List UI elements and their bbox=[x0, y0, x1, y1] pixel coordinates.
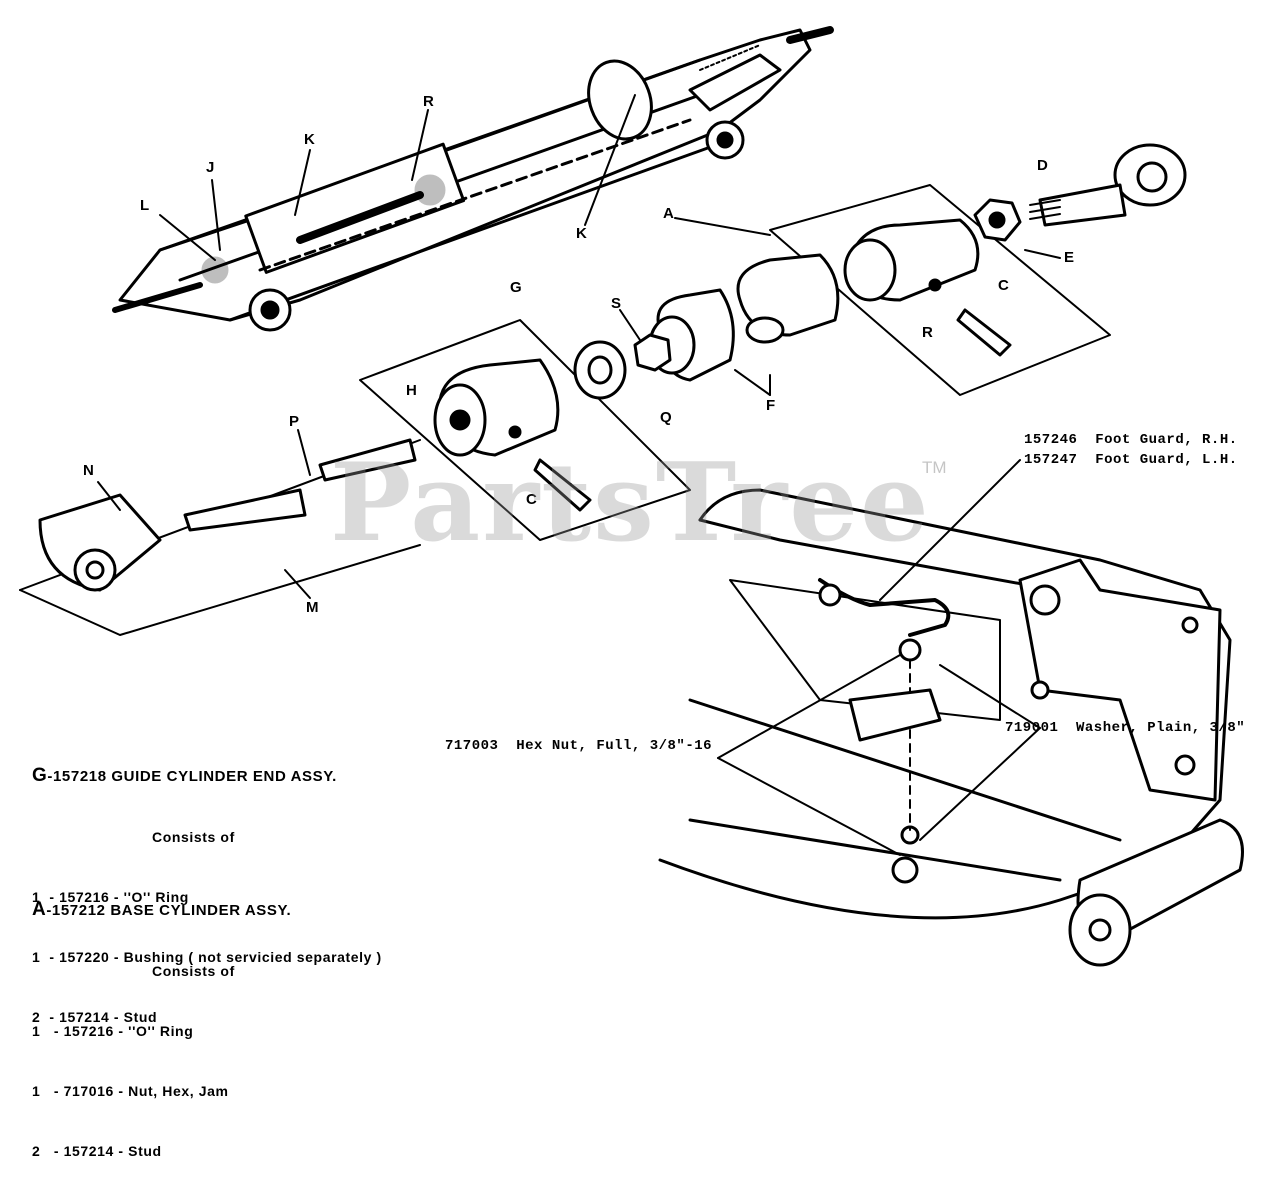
callout-e: E bbox=[1064, 249, 1075, 266]
callout-h: H bbox=[406, 382, 417, 399]
guide-assembly-item: 1 - 157220 - Bushing ( not servicied sep… bbox=[32, 949, 382, 965]
callout-k-upper: K bbox=[304, 131, 315, 148]
callout-c-right: C bbox=[998, 277, 1009, 294]
guide-cylinder-exploded bbox=[359, 319, 691, 541]
callout-n: N bbox=[83, 462, 94, 479]
callout-m: M bbox=[306, 599, 319, 616]
base-assembly-item: 2 - 157214 - Stud bbox=[32, 1143, 162, 1159]
callout-k-lower: K bbox=[576, 225, 587, 242]
guide-assembly-item: 1 - 157216 - ''O'' Ring bbox=[32, 889, 189, 905]
callout-j: J bbox=[206, 159, 215, 176]
label-foot-guard-lh: 157247 Foot Guard, L.H. bbox=[1024, 452, 1238, 468]
callout-a: A bbox=[663, 205, 674, 222]
callout-r-upper: R bbox=[423, 93, 434, 110]
callout-p: P bbox=[289, 413, 300, 430]
callout-s: S bbox=[611, 295, 622, 312]
cylinder-assembly-cutaway bbox=[112, 26, 834, 332]
base-assembly-item: 1 - 157216 - ''O'' Ring bbox=[32, 1023, 194, 1039]
guide-assembly-letter: G bbox=[32, 765, 48, 786]
callout-f: F bbox=[766, 397, 776, 414]
base-cylinder-exploded bbox=[633, 143, 1187, 396]
base-assembly-letter: A bbox=[32, 899, 47, 920]
label-washer-description: Washer, Plain, 3/8" bbox=[1076, 720, 1246, 736]
base-assembly-list: A-157212 BASE CYLINDER ASSY. Consists of… bbox=[32, 860, 291, 1181]
mower-deck-assembly bbox=[658, 488, 1244, 967]
parts-diagram bbox=[19, 26, 1244, 967]
label-washer-number: 719001 bbox=[1005, 720, 1059, 736]
guide-assembly-title: -157218 GUIDE CYLINDER END ASSY. bbox=[47, 768, 337, 785]
callout-r-lower: R bbox=[922, 324, 933, 341]
callout-q: Q bbox=[660, 409, 672, 426]
partstree-watermark: PartsTree bbox=[330, 440, 931, 566]
base-assembly-consists: Consists of bbox=[152, 963, 235, 979]
callout-c-middle: C bbox=[526, 491, 537, 508]
callout-d: D bbox=[1037, 157, 1048, 174]
guide-assembly-consists: Consists of bbox=[152, 829, 235, 845]
trademark-mark: TM bbox=[922, 458, 947, 477]
base-assembly-item: 1 - 717016 - Nut, Hex, Jam bbox=[32, 1083, 229, 1099]
label-hex-nut: 717003 Hex Nut, Full, 3/8"-16 bbox=[445, 738, 713, 754]
label-foot-guard-rh: 157246 Foot Guard, R.H. bbox=[1024, 432, 1238, 448]
base-assembly-title: -157212 BASE CYLINDER ASSY. bbox=[46, 902, 292, 919]
callout-l: L bbox=[140, 197, 150, 214]
callout-g: G bbox=[510, 279, 522, 296]
rod-assembly-exploded bbox=[19, 438, 421, 636]
